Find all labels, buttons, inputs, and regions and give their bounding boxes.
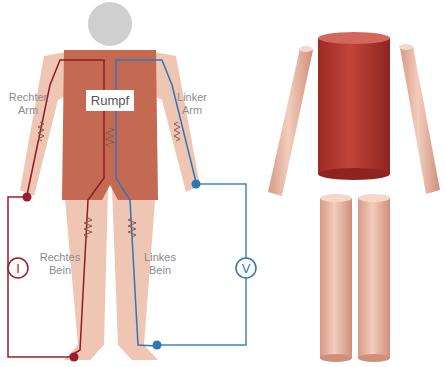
resistor-symbol [38, 122, 180, 237]
node-text: I [16, 261, 20, 276]
leg-label: Rechtes Bein [36, 251, 84, 277]
leg-label: Linkes Bein [136, 251, 184, 277]
node-text: Rumpf [91, 93, 129, 108]
arm-label: Rechter Arm [4, 91, 52, 117]
arm-label: Linker Arm [168, 91, 216, 117]
cylinder-model [268, 32, 440, 362]
human-figure [8, 2, 246, 362]
current-wire [8, 197, 74, 357]
ammeter-symbol: I [7, 257, 29, 279]
voltmeter-symbol: V [235, 257, 257, 279]
node-text: V [242, 261, 251, 276]
region-label-box: Rumpf [86, 90, 134, 111]
